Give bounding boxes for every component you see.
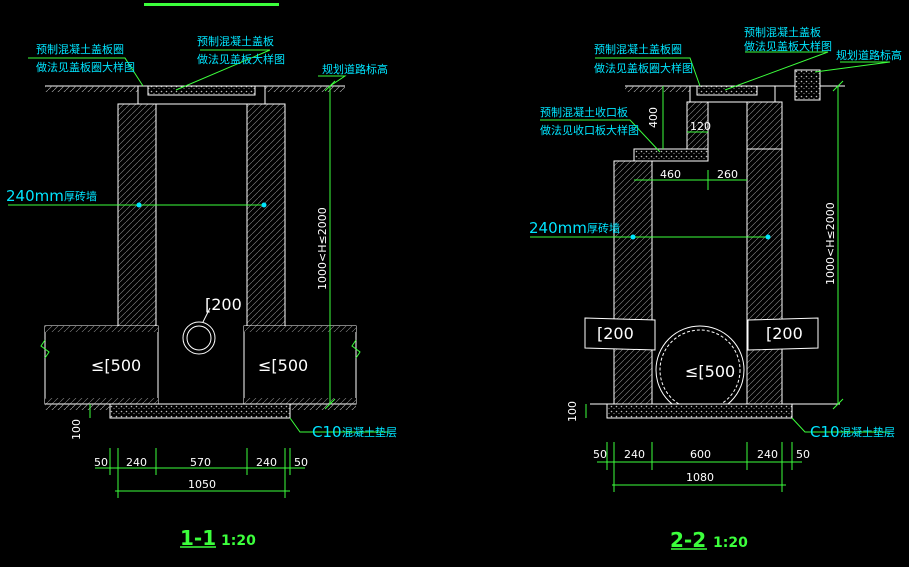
label-throat-ref: 做法见收口板大样图 <box>540 123 639 137</box>
label-base-value: C10 <box>312 423 342 441</box>
label-cover-plate-ref: 做法见盖板大样图 <box>197 52 285 66</box>
base-ground-hatch-left <box>45 404 110 410</box>
r-leader-throat <box>540 119 661 153</box>
section-1-1: 预制混凝土盖板圈 做法见盖板圈大样图 预制混凝土盖板 做法见盖板大样图 规划道路… <box>6 34 397 550</box>
dim-2: 240 <box>126 456 147 469</box>
r-label-road: 规划道路标高 <box>836 48 902 62</box>
section-scale-2: 1:20 <box>713 535 748 551</box>
base-ground-hatch-right <box>290 404 356 410</box>
throat-wall-right <box>746 101 783 150</box>
leader-road <box>318 75 347 87</box>
r-dim-3: 600 <box>690 448 711 461</box>
small-pipe-outer <box>182 321 216 355</box>
r-dim-total: 1080 <box>686 471 714 484</box>
r-label-base-text: 混凝土垫层 <box>840 425 895 439</box>
pipe-right-top <box>244 326 356 332</box>
r-leader-cover-ring <box>595 57 701 87</box>
wall-point-right <box>261 202 267 208</box>
label-cover-ring: 预制混凝土盖板圈 <box>36 42 124 56</box>
height-tick-top <box>324 80 336 92</box>
leader-cover-plate <box>175 49 271 91</box>
top-highlight-bar <box>144 3 279 6</box>
r-wall-point-left <box>630 234 636 240</box>
section-scale-1: 1:20 <box>221 533 256 549</box>
brick-wall-right <box>246 103 286 327</box>
r-label-pipe-right: [200 <box>766 324 803 343</box>
section-title-1: 1-1 <box>180 526 216 550</box>
label-road: 规划道路标高 <box>322 62 388 76</box>
concrete-base <box>109 403 291 419</box>
r-label-cover-ring-ref: 做法见盖板圈大样图 <box>594 61 693 75</box>
small-pipe-inner <box>186 325 212 351</box>
brick-wall-left <box>117 103 157 327</box>
dim-base-thickness: 100 <box>70 419 83 440</box>
r-label-base-value: C10 <box>810 423 840 441</box>
wall-point-left <box>136 202 142 208</box>
leader-base <box>289 417 390 433</box>
dim-120: 120 <box>690 120 711 133</box>
break-mark-right <box>351 339 361 359</box>
dim-1: 50 <box>94 456 108 469</box>
section-title-2: 2-2 <box>670 528 706 552</box>
curb <box>794 69 821 101</box>
r-label-wall-text: 厚砖墙 <box>587 221 620 235</box>
r-label-cover-plate: 预制混凝土盖板 <box>744 25 821 39</box>
throat-plate <box>633 148 709 162</box>
r-dim-5: 50 <box>796 448 810 461</box>
label-cover-ring-ref: 做法见盖板圈大样图 <box>36 60 135 74</box>
dim-total: 1050 <box>188 478 216 491</box>
dim-260: 260 <box>717 168 738 181</box>
r-label-cover-plate-ref: 做法见盖板大样图 <box>744 39 832 53</box>
label-pipe-left: ≤[500 <box>91 356 141 375</box>
dim-400: 400 <box>647 107 660 128</box>
r-wall-point-right <box>765 234 771 240</box>
r-leader-base <box>791 417 890 433</box>
label-wall-value: 240mm <box>6 187 64 205</box>
r-brick-wall-right <box>746 148 783 405</box>
r-pipe-right <box>747 317 819 351</box>
r-label-height: 1000<H≤2000 <box>824 202 837 285</box>
dim-5: 50 <box>294 456 308 469</box>
r-cover-plate <box>696 85 758 96</box>
dim-4: 240 <box>256 456 277 469</box>
r-dim-2: 240 <box>624 448 645 461</box>
cover-plate <box>147 85 256 96</box>
r-height-tick-bottom <box>832 398 844 410</box>
label-throat: 预制混凝土收口板 <box>540 105 628 119</box>
ground-hatch-left <box>45 86 138 92</box>
r-ground-hatch-left <box>625 86 690 92</box>
r-height-tick-top <box>832 80 844 92</box>
r-brick-wall-left <box>613 160 653 405</box>
label-height: 1000<H≤2000 <box>316 207 329 290</box>
ground-hatch-right <box>265 86 345 92</box>
label-base-text: 混凝土垫层 <box>342 425 397 439</box>
pipe-right-bottom <box>244 398 356 404</box>
r-dim-4: 240 <box>757 448 778 461</box>
r-label-pipe-left: [200 <box>597 324 634 343</box>
r-dim-base-thickness: 100 <box>566 401 579 422</box>
leader-cover-ring <box>28 57 144 87</box>
section-2-2: 预制混凝土盖板圈 做法见盖板圈大样图 预制混凝土盖板 做法见盖板大样图 规划道路… <box>529 25 902 552</box>
label-pipe-right: ≤[500 <box>258 356 308 375</box>
height-tick-bottom <box>324 398 336 410</box>
pipe-left-top <box>45 326 158 332</box>
break-mark-left <box>40 339 50 359</box>
r-leader-cover-plate <box>724 51 829 91</box>
r-pipe-left <box>584 317 656 351</box>
r-leader-road <box>814 61 891 73</box>
r-dim-1: 50 <box>593 448 607 461</box>
r-label-pipe-center: ≤[500 <box>685 362 735 381</box>
r-label-wall-value: 240mm <box>529 219 587 237</box>
r-label-cover-ring: 预制混凝土盖板圈 <box>594 42 682 56</box>
label-cover-plate: 预制混凝土盖板 <box>197 34 274 48</box>
label-small-pipe: [200 <box>205 295 242 314</box>
r-concrete-base <box>606 403 793 419</box>
small-pipe-leader <box>202 307 211 323</box>
dim-3: 570 <box>190 456 211 469</box>
dim-460: 460 <box>660 168 681 181</box>
pipe-left-bottom <box>45 398 158 404</box>
label-wall-text: 厚砖墙 <box>64 189 97 203</box>
